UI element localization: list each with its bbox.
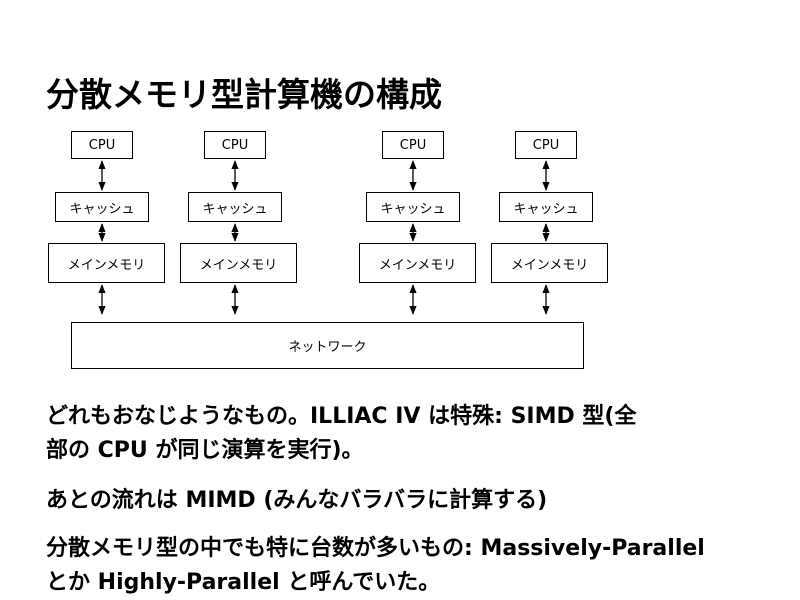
- cpu-box-1: CPU: [71, 131, 133, 159]
- text-line-3: あとの流れは MIMD (みんなバラバラに計算する): [46, 488, 548, 513]
- cache-box-3: キャッシュ: [366, 192, 460, 222]
- page-title: 分散メモリ型計算機の構成: [46, 75, 442, 114]
- cache-box-2: キャッシュ: [188, 192, 282, 222]
- memory-box-3: メインメモリ: [359, 243, 476, 283]
- text-line-5: とか Highly-Parallel と呼んでいた。: [46, 570, 441, 595]
- cache-box-1: キャッシュ: [55, 192, 149, 222]
- text-line-4: 分散メモリ型の中でも特に台数が多いもの: Massively-Parallel: [46, 536, 705, 561]
- cpu-box-2: CPU: [204, 131, 266, 159]
- text-line-2: 部の CPU が同じ演算を実行)。: [46, 438, 364, 463]
- memory-box-2: メインメモリ: [180, 243, 297, 283]
- text-line-1: どれもおなじようなもの。ILLIAC IV は特殊: SIMD 型(全: [46, 404, 637, 429]
- memory-box-4: メインメモリ: [491, 243, 608, 283]
- cache-box-4: キャッシュ: [499, 192, 593, 222]
- cpu-box-4: CPU: [515, 131, 577, 159]
- memory-box-1: メインメモリ: [48, 243, 165, 283]
- network-box: ネットワーク: [71, 322, 584, 369]
- cpu-box-3: CPU: [382, 131, 444, 159]
